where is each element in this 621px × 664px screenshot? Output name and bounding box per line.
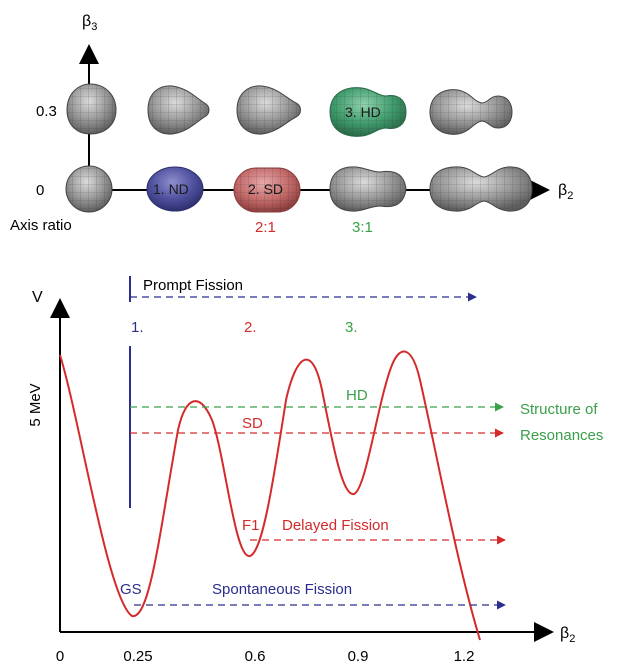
resonances-label: Resonances <box>520 427 603 444</box>
shape-row-beta3-0.3: 3. HD <box>66 83 513 137</box>
axis-ratio-label: Axis ratio <box>10 217 72 234</box>
nd-shape: 1. ND <box>146 166 204 212</box>
structure-of-label: Structure of <box>520 401 598 418</box>
bottom-panel: V β2 5 MeV 0 0.25 0.6 0.9 1.2 Prompt Fis… <box>27 276 603 664</box>
top-x-axis-label: β2 <box>558 182 573 202</box>
sd-level-label: SD <box>242 415 263 432</box>
x-tick-0: 0 <box>56 648 64 664</box>
ratio-label-2-1: 2:1 <box>255 219 276 236</box>
pear-shape-2 <box>147 85 210 135</box>
minimum-label-1: 1. <box>131 319 144 336</box>
pear-shape-3 <box>236 85 301 135</box>
scission-shape-bottom <box>429 166 533 212</box>
y-scale-label: 5 MeV <box>27 383 44 426</box>
top-y-axis-label: β3 <box>82 13 97 33</box>
bottom-x-axis-label: β2 <box>560 625 575 645</box>
shape-row-beta3-0: 1. ND 2. SD <box>65 165 533 213</box>
top-panel: β3 β2 0.3 0 Axis ratio 3. HD <box>10 13 573 236</box>
minimum-label-3: 3. <box>345 319 358 336</box>
hd-level-label: HD <box>346 387 368 404</box>
pear-shape-1 <box>66 83 117 135</box>
ratio-label-3-1: 3:1 <box>352 219 373 236</box>
x-tick-0.9: 0.9 <box>348 648 369 664</box>
hd-shape: 3. HD <box>329 87 407 137</box>
row-label-0: 0 <box>36 182 44 199</box>
spontaneous-fission-label: Spontaneous Fission <box>212 581 352 598</box>
gs-label: GS <box>120 581 142 598</box>
nd-shape-label: 1. ND <box>153 181 189 197</box>
row-label-0.3: 0.3 <box>36 103 57 120</box>
sd-shape: 2. SD <box>233 167 301 213</box>
sd-shape-label: 2. SD <box>248 181 283 197</box>
potential-energy-curve <box>59 350 481 641</box>
f1-label: F1 <box>242 517 260 534</box>
scission-shape-top <box>429 89 513 135</box>
elongated-shape <box>329 166 407 212</box>
x-tick-0.25: 0.25 <box>123 648 152 664</box>
delayed-fission-label: Delayed Fission <box>282 517 389 534</box>
minimum-label-2: 2. <box>244 319 257 336</box>
sphere-shape <box>65 165 113 213</box>
x-tick-0.6: 0.6 <box>245 648 266 664</box>
hd-shape-label: 3. HD <box>345 104 381 120</box>
bottom-y-axis-label: V <box>32 289 43 306</box>
x-tick-1.2: 1.2 <box>454 648 475 664</box>
prompt-fission-label: Prompt Fission <box>143 277 243 294</box>
